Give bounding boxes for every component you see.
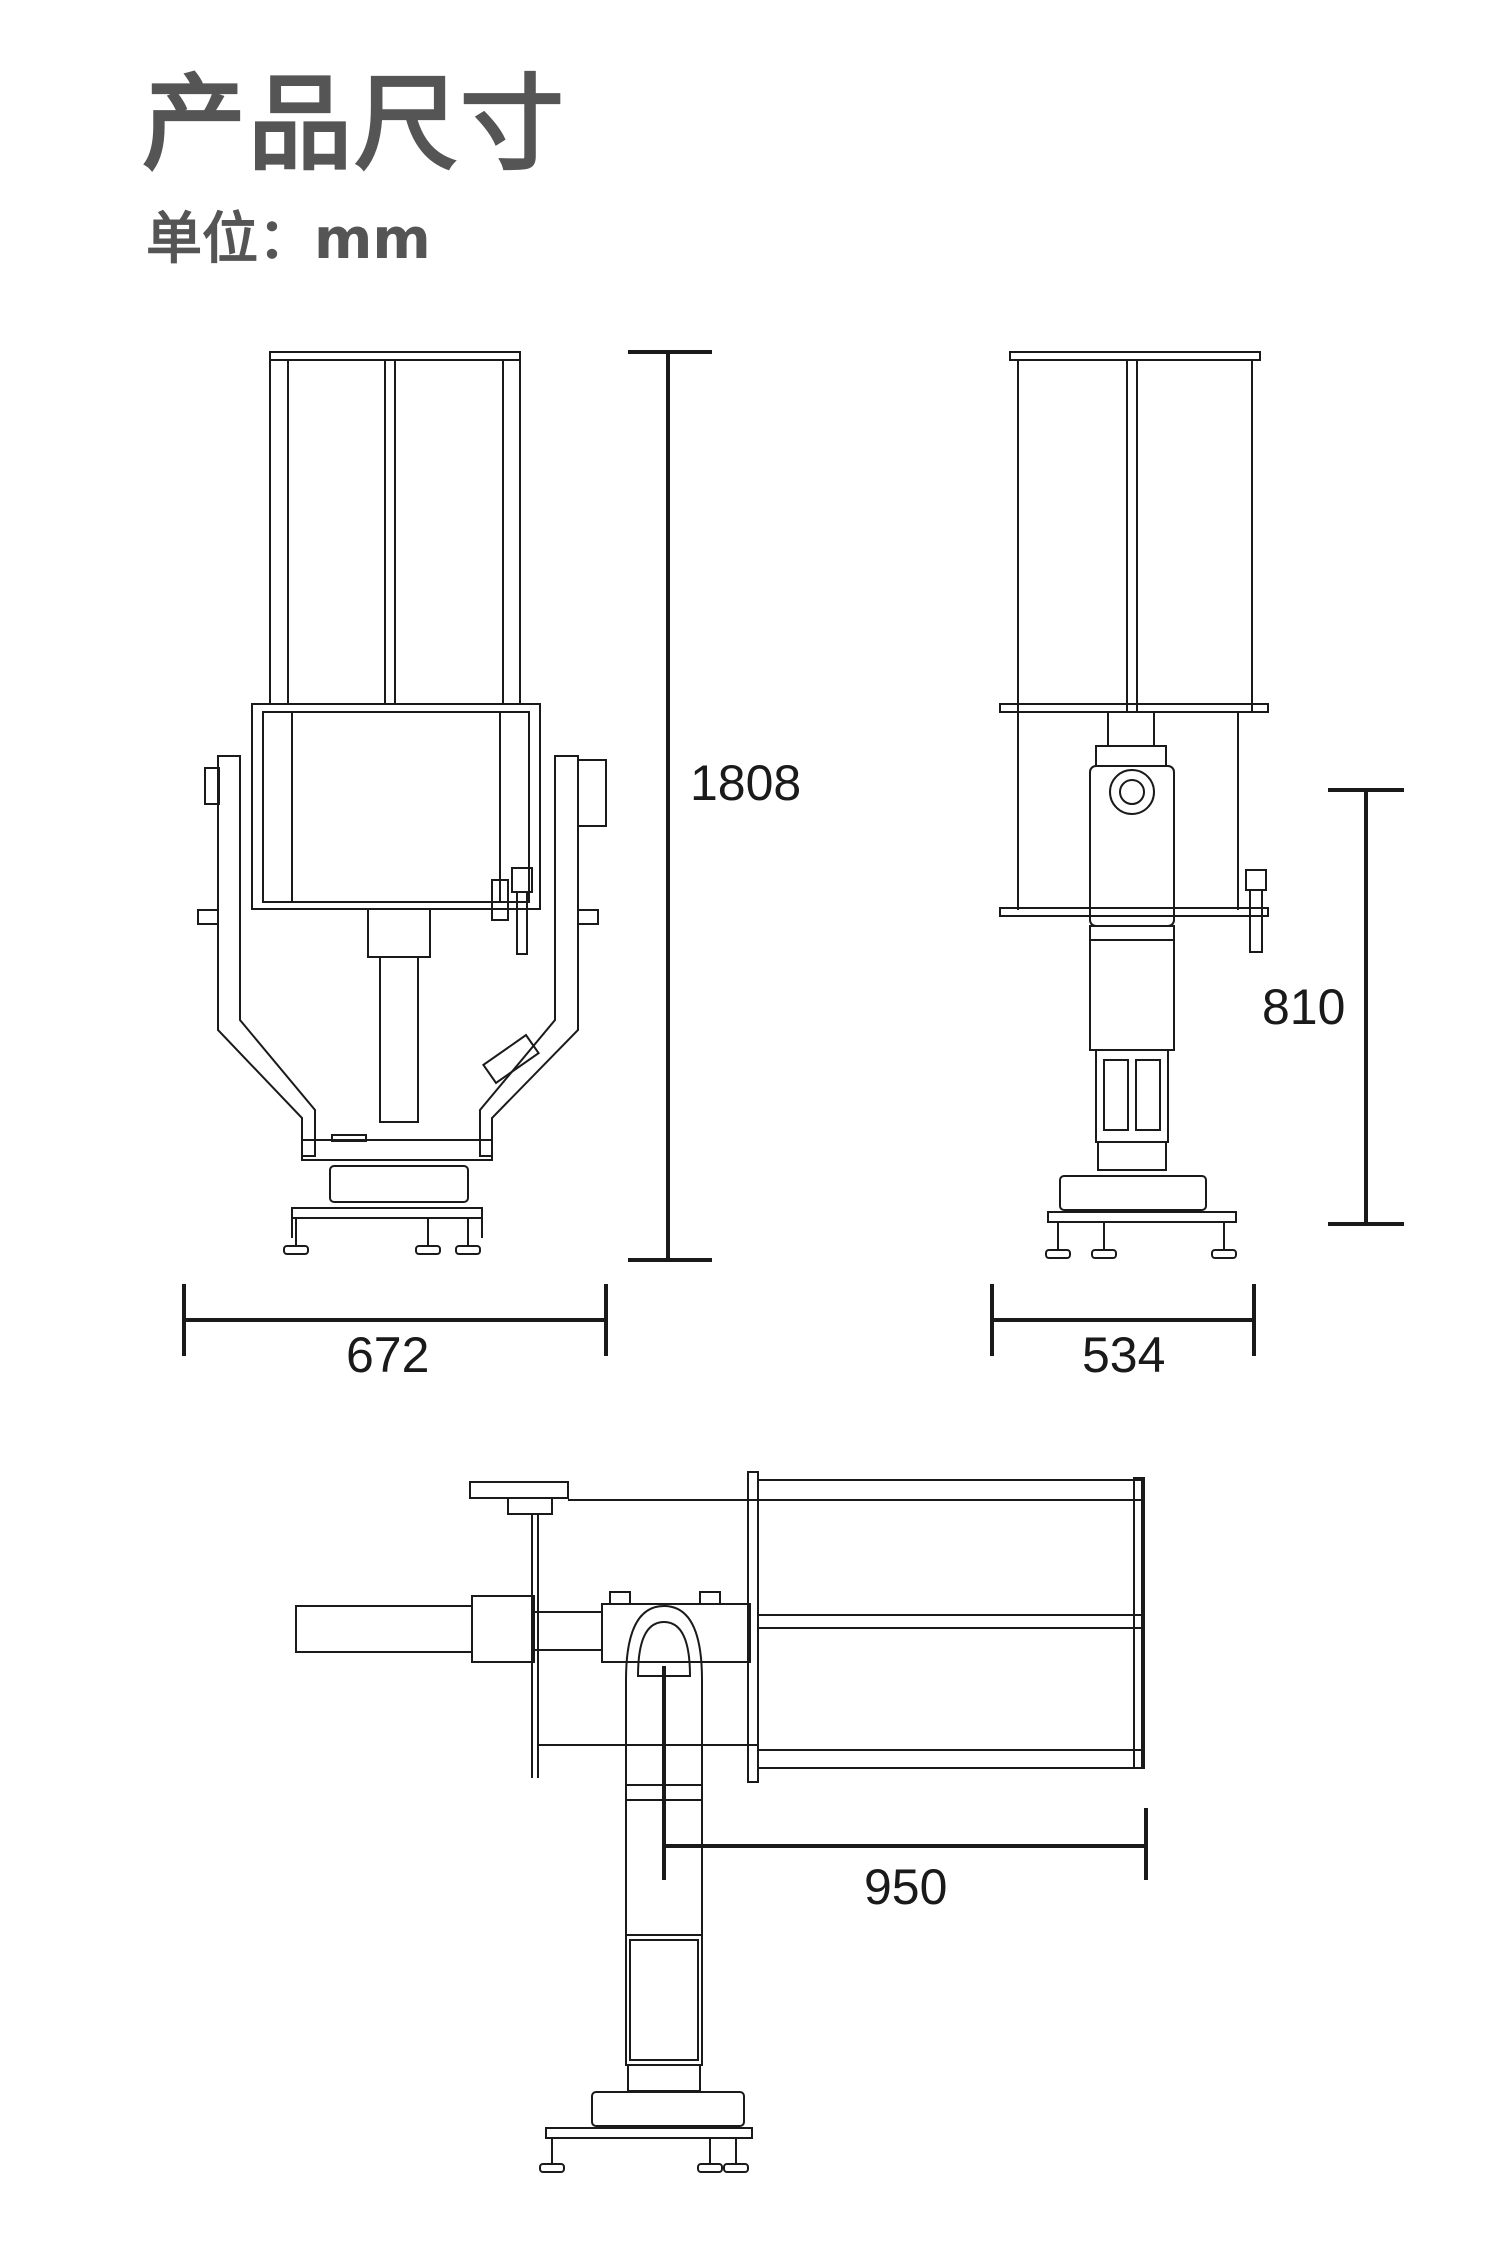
extended-hood [757, 1479, 1143, 1769]
extended-arm [625, 1604, 703, 1936]
front-base [329, 1165, 469, 1203]
side-view [999, 351, 1269, 1259]
front-lamp-head [251, 703, 541, 910]
page-title: 产品尺寸 [142, 63, 567, 185]
side-arm [1089, 765, 1175, 927]
side-hood [1017, 359, 1253, 713]
dim-label-950: 950 [864, 1859, 948, 1915]
dim-label-672: 672 [346, 1327, 430, 1383]
side-pivot [1109, 769, 1155, 815]
front-yoke-left [217, 755, 316, 1157]
extended-view [295, 1471, 1145, 2173]
dim-label-810: 810 [1262, 979, 1346, 1035]
front-view [197, 351, 607, 1255]
dim-label-1808: 1808 [690, 755, 802, 811]
unit-label: 单位：mm [146, 207, 431, 272]
dim-label-534: 534 [1082, 1327, 1166, 1383]
